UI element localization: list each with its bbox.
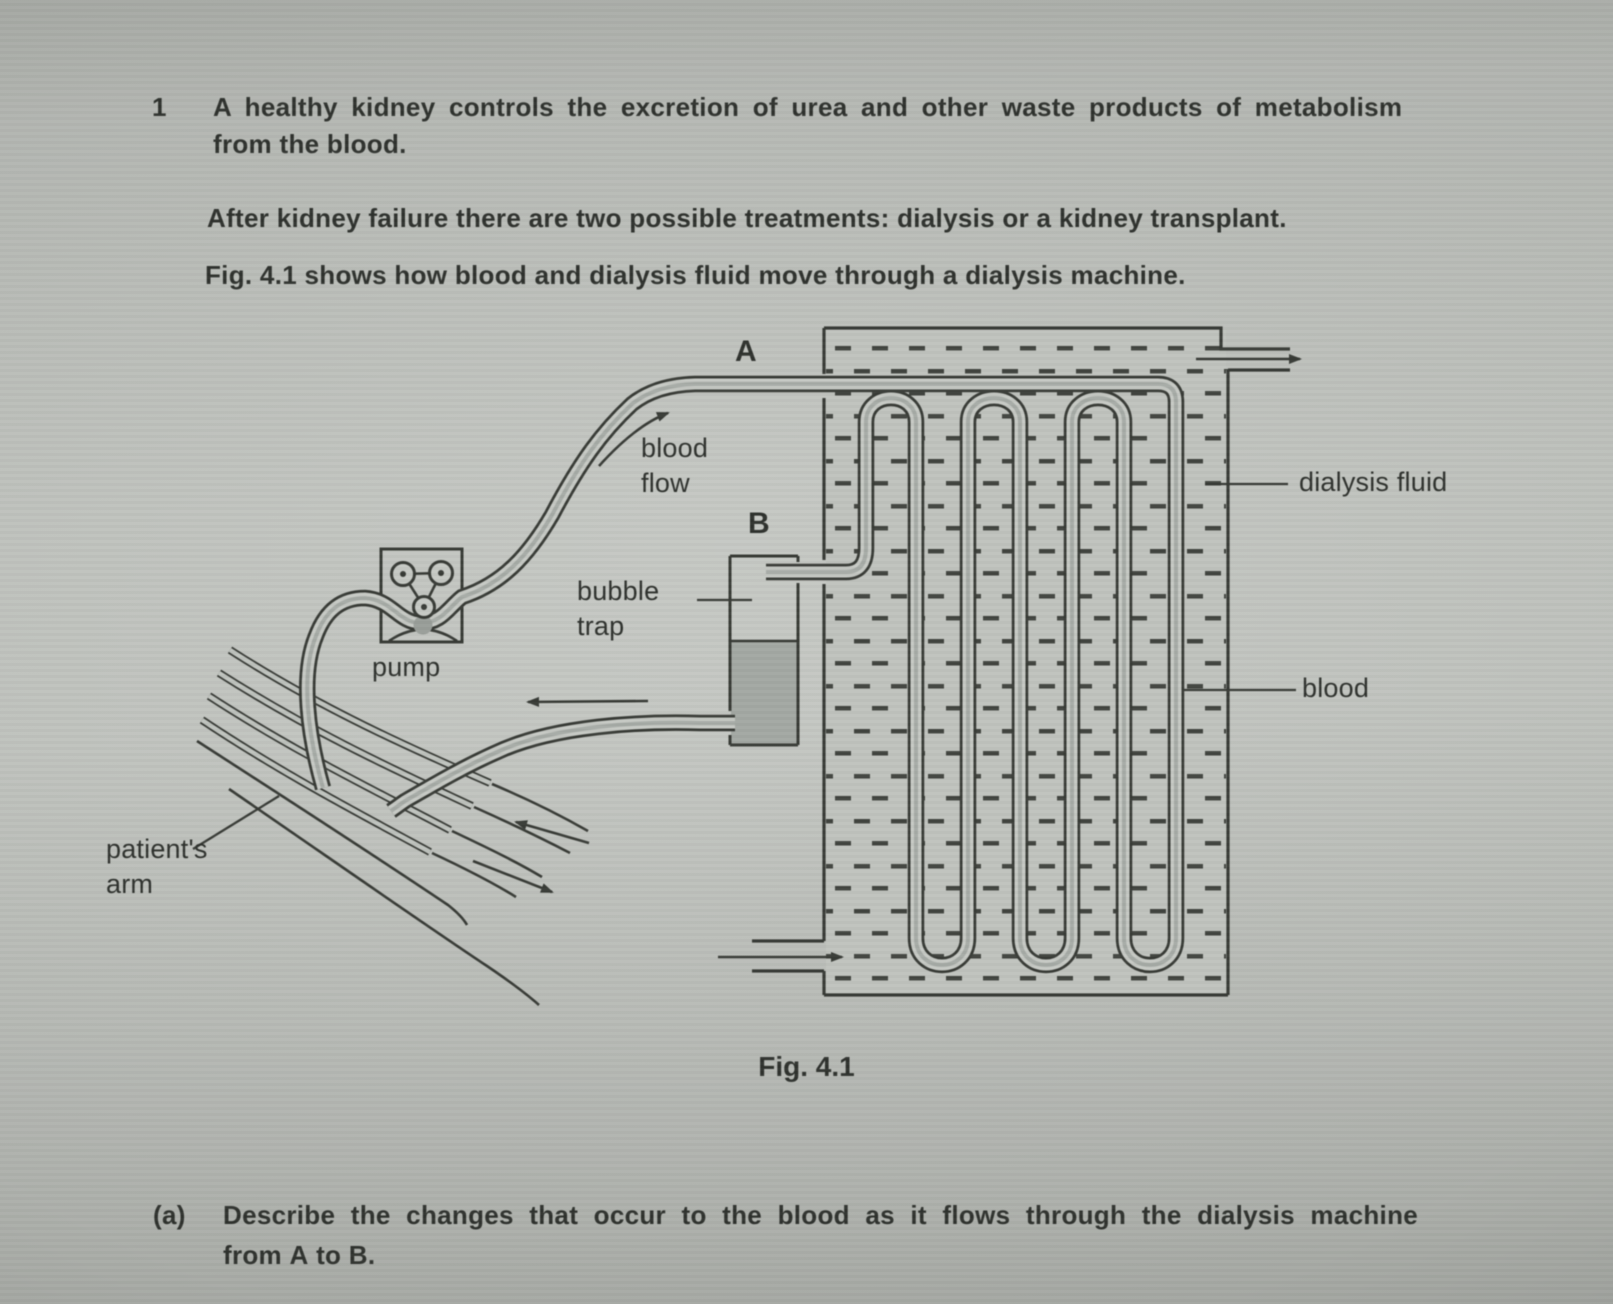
label-blood-flow-line2: flow — [641, 468, 690, 498]
tank-walls — [752, 326, 1290, 997]
bubble-trap-fluid — [730, 639, 798, 744]
pump-rollers — [388, 560, 458, 643]
label-point-b: B — [748, 507, 770, 540]
dialysis-fluid-tank-interior — [826, 330, 1266, 995]
question-a-line2: from A to B. — [223, 1240, 375, 1271]
bubble-trap-walls — [728, 554, 800, 747]
label-patients-arm-line1: patient's — [106, 834, 208, 864]
label-pump: pump — [372, 652, 441, 682]
blood-flow-direction-arrow — [598, 411, 670, 467]
question-a-point-b: B — [348, 1240, 368, 1270]
label-bubble-trap-line1: bubble — [577, 576, 660, 606]
label-leader-lines — [192, 482, 1296, 850]
label-patients-arm: patient's arm — [106, 832, 208, 902]
patients-arm-leader — [192, 795, 280, 850]
figure-caption: Fig. 4.1 — [758, 1051, 855, 1082]
intro-line-1: A healthy kidney controls the excretion … — [213, 92, 1403, 122]
label-patients-arm-line2: arm — [106, 869, 154, 899]
flow-arrows — [472, 354, 1302, 962]
blood-tube — [298, 375, 1185, 974]
blood-return-tube — [386, 714, 735, 818]
question-a-label: (a) — [153, 1200, 186, 1230]
question-a-point-a: A — [289, 1240, 309, 1270]
blood-return-direction-arrow — [526, 696, 649, 707]
intro-line-2: from the blood. — [213, 129, 407, 159]
question-number: 1 — [152, 92, 167, 122]
label-dialysis-fluid: dialysis fluid — [1299, 467, 1448, 497]
question-a-to: to — [308, 1240, 349, 1270]
treatments-line: After kidney failure there are two possi… — [207, 203, 1287, 233]
vessel-flow-arrow-down — [472, 859, 554, 894]
label-blood-flow: blood flow — [641, 431, 708, 501]
label-blood-flow-line1: blood — [641, 433, 709, 463]
label-bubble-trap: bubble trap — [577, 574, 659, 644]
arm-blood-vessels — [199, 646, 492, 856]
question-a-period: . — [367, 1240, 376, 1270]
arm-vessel-lines — [196, 739, 589, 1006]
question-a-from: from — [223, 1240, 290, 1270]
label-point-a: A — [735, 335, 757, 368]
vessel-flow-arrow-up — [514, 820, 590, 845]
figure-intro-line: Fig. 4.1 shows how blood and dialysis fl… — [205, 260, 1186, 290]
label-blood: blood — [1302, 673, 1370, 703]
label-bubble-trap-line2: trap — [577, 611, 625, 641]
question-a-line1: Describe the changes that occur to the b… — [223, 1200, 1419, 1230]
